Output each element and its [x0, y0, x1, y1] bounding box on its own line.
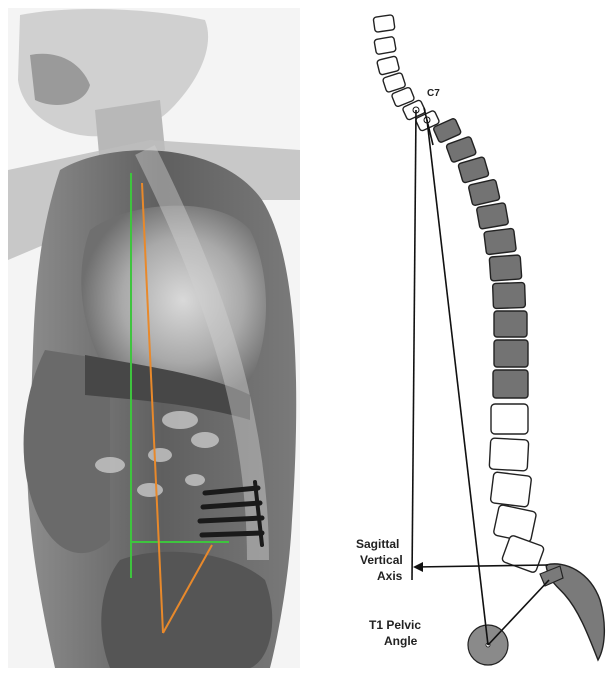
- vertebra: [484, 228, 517, 254]
- xray-pelvis: [101, 552, 272, 668]
- vertebra: [494, 311, 527, 337]
- vertebra: [373, 15, 395, 33]
- vertebra: [489, 255, 522, 281]
- vertebra: [491, 404, 528, 434]
- vertebra: [493, 282, 526, 308]
- tpa-label-line2: Angle: [384, 634, 418, 648]
- vertebra: [468, 179, 500, 206]
- spine-diagram-panel: C7 Sagittal Vertical Axis T1 Pelvic Angl…: [356, 15, 604, 665]
- vertebra: [458, 157, 489, 184]
- sva-label-line2: Vertical: [360, 553, 403, 567]
- lumbar-vertebrae: [489, 404, 545, 573]
- vertebra: [374, 36, 396, 54]
- sva-label-line1: Sagittal: [356, 537, 399, 551]
- cervical-vertebrae: [373, 15, 440, 132]
- vertebra: [501, 535, 544, 574]
- c7-label: C7: [427, 88, 440, 99]
- vertebra: [446, 136, 477, 163]
- sva-label-line3: Axis: [377, 569, 403, 583]
- vertebra: [489, 438, 529, 471]
- vertebra: [493, 370, 528, 398]
- sva-plumb-line: [412, 110, 416, 580]
- hip-to-sacrum-line: [488, 580, 549, 645]
- vertebra: [476, 203, 508, 230]
- vertebra: [377, 56, 400, 75]
- thoracic-vertebrae: [433, 118, 528, 398]
- tpa-label-line1: T1 Pelvic: [369, 618, 421, 632]
- vertebra: [494, 340, 528, 367]
- sva-arrowhead: [413, 562, 423, 572]
- xray-panel: [8, 8, 300, 668]
- vertebra: [490, 472, 531, 507]
